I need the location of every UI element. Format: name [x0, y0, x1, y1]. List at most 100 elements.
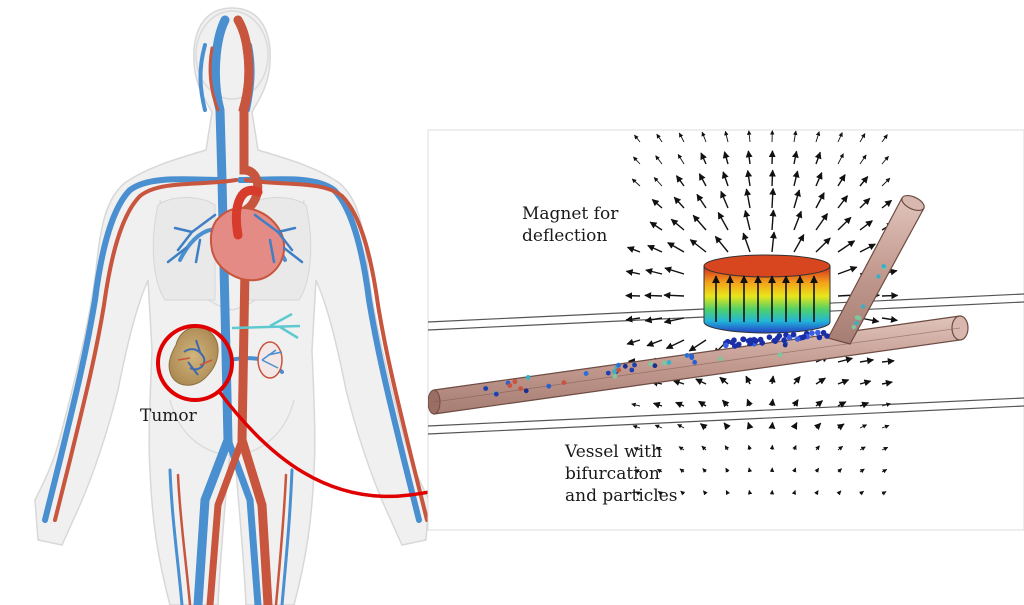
particle: [666, 360, 672, 365]
field-arrow: [747, 489, 753, 495]
field-arrow: [768, 375, 776, 385]
field-arrow: [722, 151, 730, 165]
particle: [483, 386, 489, 391]
magnet: [703, 254, 831, 334]
field-arrow: [725, 467, 730, 473]
field-arrow: [678, 132, 685, 143]
field-arrow: [793, 233, 805, 253]
field-arrow: [651, 198, 663, 209]
field-arrow: [881, 469, 888, 474]
particle: [684, 353, 690, 358]
field-arrow: [745, 375, 753, 385]
field-arrow: [815, 445, 820, 451]
field-arrow: [769, 187, 777, 209]
field-arrow: [814, 467, 820, 473]
field-arrow: [675, 175, 685, 187]
field-arrow: [792, 130, 798, 143]
field-arrow: [747, 444, 752, 451]
field-arrow: [664, 266, 685, 275]
field-arrow: [792, 170, 800, 187]
field-arrow: [742, 232, 751, 253]
field-arrow: [815, 192, 825, 209]
field-arrow: [859, 446, 866, 451]
field-arrow: [859, 243, 876, 253]
field-arrow: [881, 357, 895, 365]
field-arrow: [790, 422, 798, 430]
field-arrow: [723, 422, 731, 431]
bronchial-tree: [166, 213, 304, 264]
field-arrow: [837, 195, 849, 209]
particle: [766, 334, 773, 341]
particle: [777, 352, 783, 358]
field-arrow: [633, 156, 641, 165]
particle: [751, 337, 758, 344]
particle: [523, 388, 529, 394]
field-arrow: [837, 378, 850, 386]
field-arrow: [646, 339, 663, 347]
field-arrow: [688, 339, 707, 352]
field-arrow: [631, 178, 641, 187]
particle: [652, 363, 658, 369]
field-arrow: [625, 269, 641, 276]
field-arrow: [657, 490, 663, 496]
field-arrow: [672, 379, 685, 386]
kidney: [257, 341, 283, 379]
particle: [809, 330, 815, 336]
field-arrow: [663, 291, 685, 299]
field-arrow: [859, 468, 865, 474]
field-arrow: [670, 218, 685, 231]
particle: [632, 362, 637, 368]
field-arrow: [721, 399, 730, 408]
magnet-field-arrows: [712, 275, 818, 322]
particle: [692, 359, 698, 365]
field-arrow: [655, 155, 663, 165]
field-arrow: [673, 196, 685, 209]
particle: [518, 386, 524, 391]
vessel-label: Vessel with bifurcation and particles: [565, 441, 678, 507]
particle: [747, 337, 754, 344]
field-arrow: [791, 150, 799, 165]
human-body-figure: [34, 7, 430, 605]
field-arrow: [837, 356, 854, 364]
field-arrow: [644, 316, 663, 324]
particles: [483, 264, 887, 397]
field-arrow: [677, 424, 685, 429]
field-arrow: [768, 169, 776, 187]
hepatic-vessels: [231, 312, 301, 340]
field-arrow: [859, 357, 875, 365]
field-arrow: [881, 199, 893, 209]
field-arrow: [698, 400, 707, 408]
field-arrow: [656, 133, 663, 143]
field-arrow: [725, 490, 731, 496]
field-arrow: [700, 152, 707, 165]
particle: [612, 369, 617, 374]
field-arrow: [679, 468, 685, 474]
field-arrow: [717, 211, 729, 231]
field-arrow: [793, 210, 803, 231]
field-arrow: [881, 177, 891, 187]
field-arrow: [859, 401, 870, 409]
field-arrow: [769, 231, 777, 253]
particle: [881, 264, 886, 269]
particle: [740, 336, 746, 343]
field-arrow: [837, 240, 856, 253]
field-arrow: [647, 244, 663, 253]
field-arrow: [724, 130, 729, 143]
field-arrow: [719, 376, 729, 385]
particle: [616, 362, 621, 368]
field-arrow: [791, 489, 797, 495]
field-arrow: [768, 421, 776, 429]
field-arrow: [793, 189, 801, 209]
field-arrow: [677, 153, 685, 165]
magnet-label: Magnet for deflection: [522, 203, 618, 247]
main-vessel: [428, 315, 969, 415]
particle: [857, 315, 862, 321]
field-arrow: [720, 190, 729, 209]
particle: [854, 320, 859, 326]
particle: [689, 355, 695, 360]
field-arrow: [837, 266, 858, 275]
magnet-label-line-2: deflection: [522, 226, 608, 246]
particle: [759, 340, 765, 346]
particle: [786, 334, 793, 341]
particle: [723, 342, 729, 349]
